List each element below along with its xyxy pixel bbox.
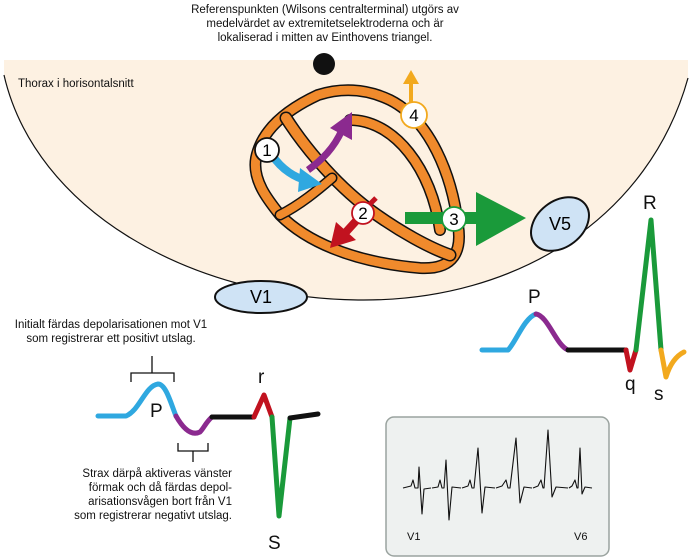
annotation-brackets xyxy=(130,356,209,462)
v1-r-wave xyxy=(251,392,275,420)
v1-later-note-line: Strax därpå aktiveras vänster xyxy=(82,468,232,480)
inset-trace-v4 xyxy=(495,437,533,504)
electrodes: V1 V5 xyxy=(214,196,590,314)
vector-2-arrowhead xyxy=(330,222,356,248)
electrode-v1-label: V1 xyxy=(250,287,272,307)
v5-q-wave xyxy=(623,347,639,373)
heart-schematic xyxy=(249,84,465,275)
v1-later-note-line: förmak och då färdas depol- xyxy=(88,482,232,494)
v5-s-wave xyxy=(658,347,687,380)
v5-complex xyxy=(479,217,687,380)
v1-r-label: r xyxy=(258,367,265,388)
electrode-v5-label: V5 xyxy=(549,214,571,234)
v1-baseline-end xyxy=(287,411,321,421)
v1-p-label: P xyxy=(150,401,163,422)
thorax-label: Thorax i horisontalsnitt xyxy=(18,78,134,90)
vector-3-marker xyxy=(441,206,467,232)
v1-baseline-start xyxy=(95,381,179,419)
electrode-v1 xyxy=(214,280,308,314)
reference-note-line: Referenspunkten (Wilsons centralterminal… xyxy=(191,4,459,16)
v1-initial-note-line: Initialt färdas depolarisationen mot V1 xyxy=(14,319,208,331)
reference-note: Referenspunkten (Wilsons centralterminal… xyxy=(150,3,500,45)
inset-trace-v5 xyxy=(532,429,569,498)
v1-initial-note-line: som registrerar ett positivt utslag. xyxy=(26,333,196,345)
v5-p-wave-rise xyxy=(505,311,539,353)
vector-1-marker xyxy=(254,137,280,163)
v1-s-label: S xyxy=(268,533,281,554)
inset-v1-label: V1 xyxy=(407,531,421,543)
v1-complex xyxy=(95,381,321,519)
vector-4-label: 4 xyxy=(409,106,418,125)
v5-q-label: q xyxy=(625,374,636,395)
thorax-outline xyxy=(4,60,688,301)
vector-2-marker xyxy=(351,201,375,225)
v1-later-note-line: arisationsvågen bort från V1 xyxy=(88,496,232,508)
inset-trace-v2 xyxy=(431,459,462,521)
v1-later-note: Strax därpå aktiveras vänster förmak och… xyxy=(60,467,232,523)
vector-2-label: 2 xyxy=(358,204,367,223)
later-bracket xyxy=(177,443,209,462)
vector-3-arrowhead xyxy=(476,192,526,246)
inset-traces xyxy=(402,429,593,521)
inset-trace-v1 xyxy=(402,466,432,515)
reference-note-line: lokaliserad i mitten av Einthovens trian… xyxy=(217,32,433,44)
inset-trace-v6 xyxy=(568,447,593,495)
v5-r-wave xyxy=(633,217,664,353)
vector-3-label: 3 xyxy=(449,210,458,229)
thorax-outline-edge xyxy=(3,74,689,301)
v5-s-label: s xyxy=(654,384,664,405)
electrode-v5 xyxy=(530,196,590,252)
v5-p-label: P xyxy=(528,287,541,308)
v1-initial-note: Initialt färdas depolarisationen mot V1 … xyxy=(0,318,222,346)
inset-v6-label: V6 xyxy=(574,531,588,543)
vector-purple-arrow xyxy=(305,128,346,173)
reference-point xyxy=(313,53,335,75)
inset-trace-v3 xyxy=(461,447,496,514)
v5-r-label: R xyxy=(643,193,657,214)
vector-1-arrowhead xyxy=(298,168,322,192)
vector-1-label: 1 xyxy=(262,141,271,160)
inset-panel xyxy=(385,416,610,557)
v1-later-note-line: som registrerar negativt utslag. xyxy=(74,510,232,522)
initial-bracket xyxy=(130,356,175,382)
v1-s-wave xyxy=(269,414,293,519)
v5-p-wave-fall xyxy=(533,311,571,353)
vector-markers: 1 2 3 4 xyxy=(254,101,467,232)
reference-note-line: medelvärdet av extremitetselektroderna o… xyxy=(206,18,444,30)
v1-p-wave-late xyxy=(173,413,215,436)
vector-4-arrowhead xyxy=(403,70,419,84)
vector-4-marker xyxy=(400,101,428,129)
vector-purple-arrowhead xyxy=(330,112,352,140)
